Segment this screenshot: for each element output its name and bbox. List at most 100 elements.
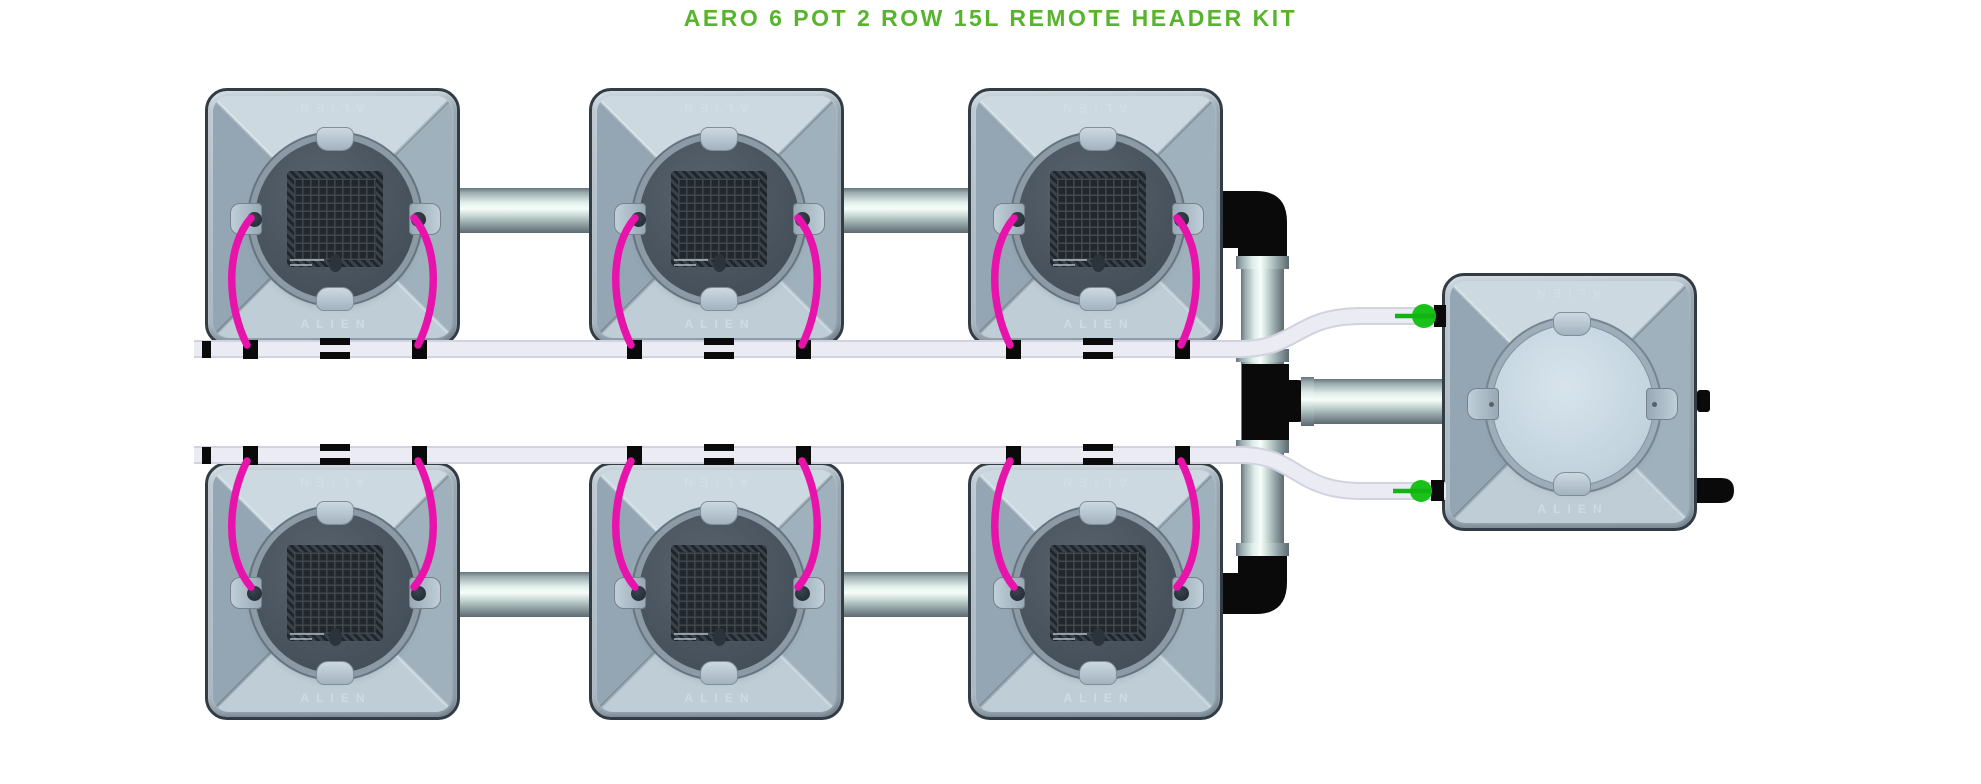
- lid-drain-hole: [713, 628, 726, 646]
- mesh-vent: [1050, 171, 1146, 267]
- alien-logo-bottom: ALIEN: [1537, 502, 1609, 516]
- tube-union: [320, 444, 350, 451]
- feed-tube-r1-c3-left: [991, 214, 1018, 349]
- mesh-grid: [294, 178, 376, 260]
- lid-fine-print: [674, 264, 696, 266]
- mesh-vent: [1050, 545, 1146, 641]
- pipe-collar: [1301, 377, 1314, 426]
- lid-fine-print: [674, 259, 708, 261]
- lid-fine-print: [290, 259, 324, 261]
- clip-tab-bottom: [700, 287, 738, 311]
- feed-tube-r1-c2-right: [794, 214, 821, 349]
- header-tube-fitting: [1431, 480, 1444, 501]
- header-connector-row-1: [1395, 304, 1436, 328]
- elbow-fitting-bottom: [1221, 556, 1287, 614]
- lid-fine-print: [290, 633, 324, 635]
- tube-union: [320, 338, 350, 345]
- feed-tube-r1-c3-right: [1173, 214, 1200, 349]
- lid-fine-print: [674, 638, 696, 640]
- lid-fine-print: [290, 264, 312, 266]
- pipe-collar: [1236, 256, 1289, 269]
- lid-drain-hole: [329, 628, 342, 646]
- mesh-grid: [678, 178, 760, 260]
- tube-union: [704, 352, 734, 359]
- alien-logo-bottom: ALIEN: [1063, 317, 1135, 331]
- elbow-fitting-top: [1221, 191, 1287, 262]
- lid-fine-print: [290, 638, 312, 640]
- drain-tube-row-2: [194, 446, 1446, 500]
- interpot-pipe-r2-b: [842, 572, 970, 617]
- tube-union: [704, 444, 734, 451]
- side-port-left: [614, 577, 646, 609]
- port-dot: [1489, 402, 1494, 407]
- mesh-grid: [678, 552, 760, 634]
- clip-tab-bottom: [1553, 472, 1591, 496]
- aero-pot-r2-c3: ALIEN ALIEN: [968, 462, 1223, 720]
- tube-fittings-row-2: [202, 444, 1444, 501]
- tube-union: [320, 458, 350, 465]
- clip-tab-top: [1079, 127, 1117, 151]
- tee-fitting: [1242, 364, 1309, 442]
- tube-end-cap: [202, 447, 211, 464]
- aero-pot-r1-c3: ALIEN ALIEN: [968, 88, 1223, 346]
- tube-union: [1083, 458, 1113, 465]
- mesh-grid: [1057, 552, 1139, 634]
- interpot-pipe-r1-b: [842, 188, 970, 233]
- feed-tube-r2-c2-left: [612, 457, 639, 591]
- lid-drain-hole: [1092, 628, 1105, 646]
- feed-tube-r1-c1-left: [228, 214, 255, 349]
- clip-tab-bottom: [316, 661, 354, 685]
- lid-fine-print: [1053, 638, 1075, 640]
- lid-drain-hole: [329, 254, 342, 272]
- clip-tab-top: [1079, 501, 1117, 525]
- clip-tab-top: [1553, 312, 1591, 336]
- clip-tab-bottom: [700, 661, 738, 685]
- feed-tube-r2-c2-right: [794, 457, 821, 591]
- clip-tab-bottom: [316, 287, 354, 311]
- tube-union: [1083, 352, 1113, 359]
- tube-union: [320, 352, 350, 359]
- alien-logo-bottom: ALIEN: [1063, 691, 1135, 705]
- lid-drain-hole: [1092, 254, 1105, 272]
- mesh-vent: [671, 545, 767, 641]
- aero-pot-r2-c2: ALIEN ALIEN: [589, 462, 844, 720]
- feed-tube-r2-c1-left: [228, 457, 255, 591]
- mesh-vent: [287, 171, 383, 267]
- clip-tab-bottom: [1079, 287, 1117, 311]
- aero-pot-r2-c1: ALIEN ALIEN: [205, 462, 460, 720]
- tube-union: [704, 338, 734, 345]
- kit-title: AERO 6 POT 2 ROW 15L REMOTE HEADER KIT: [683, 5, 1298, 31]
- drain-tube-row-1: [194, 307, 1446, 358]
- lid-fine-print: [1053, 633, 1087, 635]
- header-tube-fitting: [1434, 305, 1446, 327]
- mesh-grid: [294, 552, 376, 634]
- header-outlet-port: [1697, 478, 1734, 503]
- side-port-left: [1467, 388, 1499, 420]
- feed-tube-r2-c3-left: [991, 457, 1018, 591]
- mesh-grid: [1057, 178, 1139, 260]
- alien-logo-bottom: ALIEN: [300, 317, 372, 331]
- tube-union: [704, 458, 734, 465]
- lid-fine-print: [1053, 264, 1075, 266]
- feed-tubes: [228, 214, 1200, 591]
- lid-fine-print: [1053, 259, 1087, 261]
- feed-tube-r1-c1-right: [410, 214, 437, 349]
- tube-union: [1083, 338, 1113, 345]
- interpot-pipe-r2-a: [458, 572, 591, 617]
- header-feed-pipe: [1301, 379, 1447, 424]
- mesh-vent: [671, 171, 767, 267]
- feed-tube-r2-c1-right: [410, 457, 437, 591]
- clip-tab-top: [316, 501, 354, 525]
- clip-tab-top: [700, 501, 738, 525]
- header-tank: ALIEN ALIEN: [1442, 273, 1697, 531]
- side-port-right: [1646, 388, 1678, 420]
- header-connector-row-2: [1393, 480, 1432, 502]
- tube-end-cap: [202, 341, 211, 358]
- feed-tube-r2-c3-right: [1173, 457, 1200, 591]
- interpot-pipe-r1-a: [458, 188, 591, 233]
- tube-union: [1083, 444, 1113, 451]
- clip-tab-bottom: [1079, 661, 1117, 685]
